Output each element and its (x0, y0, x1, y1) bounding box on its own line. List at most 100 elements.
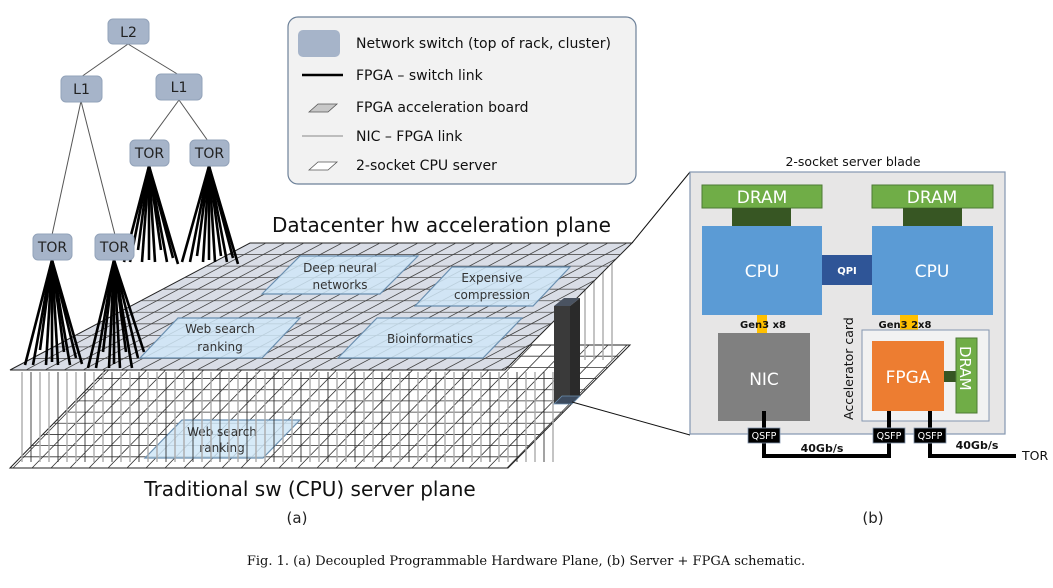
server-region-web-search-line1: Web search (187, 425, 257, 439)
tor-endpoint-label: TOR (1021, 448, 1048, 463)
cpu-left-label: CPU (745, 262, 780, 282)
legend-label-nic-fpga-link: NIC – FPGA link (356, 129, 463, 145)
qpi-label: QPI (837, 266, 857, 277)
grid-line (10, 345, 20, 468)
svg-text:L1: L1 (73, 82, 90, 98)
panel-a: Web search ranking Deep neural networks … (8, 18, 691, 527)
grid-line (430, 345, 552, 468)
rack-front (554, 306, 570, 404)
panel-b: 2-socket server blade DRAM DRAM CPU CPU … (689, 154, 1048, 527)
grid-line (253, 243, 495, 370)
grid-line (10, 243, 20, 370)
qsfp-fpga-1-label: QSFP (877, 431, 902, 442)
svg-text:L1: L1 (171, 80, 188, 96)
region-web-line1: Web search (185, 322, 255, 336)
legend-label-fpga-board: FPGA acceleration board (356, 100, 529, 116)
fpga-switch-link (207, 165, 240, 265)
legend-box (287, 16, 637, 185)
fpga-switch-link (112, 259, 134, 369)
cpu-right-label: CPU (915, 262, 950, 282)
server-plane-title: Traditional sw (CPU) server plane (143, 477, 475, 501)
nic-fpga-links (21, 255, 613, 462)
region-compression-line2: compression (454, 288, 530, 302)
subfigure-label-a: (a) (287, 509, 308, 527)
fpga-label: FPGA (886, 368, 931, 388)
svg-text:L2: L2 (120, 25, 137, 41)
qsfp-fpga-port-2 (913, 427, 947, 444)
svg-text:TOR: TOR (99, 240, 130, 256)
qsfp-fpga-2-label: QSFP (918, 431, 943, 442)
region-dnn-line1: Deep neural (303, 261, 377, 275)
grid-line (234, 243, 476, 370)
fpga-switch-link (23, 259, 54, 366)
pcie-fpga-label: Gen3 2x8 (879, 320, 932, 331)
switch-l2[interactable]: L2 (107, 18, 150, 45)
grid-line (291, 243, 533, 370)
link-speed-nic-fpga: 40Gb/s (801, 442, 844, 455)
server-rack-column (553, 298, 581, 405)
grid-line (44, 243, 286, 370)
fpga-switch-link (86, 259, 116, 369)
legend: Network switch (top of rack, cluster) FP… (287, 16, 637, 185)
legend-label-switch: Network switch (top of rack, cluster) (356, 36, 611, 52)
svg-text:TOR: TOR (37, 240, 68, 256)
fpga-switch-link (50, 259, 84, 365)
fpga-switch-links (23, 165, 240, 369)
region-web-search-ranking (138, 317, 302, 359)
switch-tor-4[interactable]: TOR (94, 233, 135, 261)
region-dnn-line2: networks (313, 278, 368, 292)
fpga-dram-connector (944, 371, 956, 382)
switch-tor-1[interactable]: TOR (129, 139, 170, 167)
qpi-link (822, 255, 872, 285)
qsfp-nic-label: QSFP (752, 431, 777, 442)
dram-right-label: DRAM (907, 188, 958, 208)
grid-line (10, 243, 39, 370)
nic (718, 333, 810, 421)
dram-left-connector (732, 208, 791, 226)
figure-caption: Fig. 1. (a) Decoupled Programmable Hardw… (247, 554, 805, 569)
cpu-left (702, 226, 822, 315)
pcie-nic-label: Gen3 x8 (740, 320, 786, 331)
fpga-switch-link (180, 165, 211, 263)
switch-l1-right[interactable]: L1 (155, 73, 203, 101)
fpga-dram-label: DRAM (956, 346, 974, 391)
region-deep-neural-networks (260, 255, 420, 295)
network-switch-icon (298, 30, 340, 57)
svg-text:TOR: TOR (134, 146, 165, 162)
grid-line (449, 345, 571, 468)
switch-links (51, 43, 209, 236)
dram-left-label: DRAM (737, 188, 788, 208)
accel-plane-title: Datacenter hw acceleration plane (272, 213, 611, 237)
rack-side (570, 298, 580, 404)
region-bio-line1: Bioinformatics (387, 332, 473, 346)
fpga-switch-link (112, 259, 122, 369)
fpga (872, 341, 944, 411)
white-parallelogram-icon (307, 161, 339, 171)
switch-tor-2[interactable]: TOR (189, 139, 230, 167)
accelerator-card-label: Accelerator card (841, 317, 856, 420)
region-expensive-compression (413, 266, 572, 307)
pcie-nic-link (757, 315, 767, 333)
fpga-switch-link (147, 165, 180, 265)
legend-label-fpga-switch-link: FPGA – switch link (356, 68, 484, 84)
legend-label-cpu-server: 2-socket CPU server (356, 158, 497, 174)
nic-label: NIC (749, 370, 779, 390)
qsfp-nic-port (747, 427, 781, 444)
grid-line (272, 243, 514, 370)
dram-right-connector (903, 208, 962, 226)
link-speed-fpga-tor: 40Gb/s (956, 439, 999, 452)
region-bioinformatics (336, 317, 524, 359)
zoom-line-bottom (571, 401, 691, 436)
grid-line (82, 243, 324, 370)
switch-tor-3[interactable]: TOR (32, 233, 73, 261)
svg-text:TOR: TOR (194, 146, 225, 162)
rack-top (554, 298, 580, 306)
cpu-right (872, 226, 993, 315)
switch-l1-left[interactable]: L1 (60, 75, 103, 103)
blade-title: 2-socket server blade (785, 154, 920, 169)
subfigure-label-b: (b) (862, 509, 883, 527)
gray-parallelogram-icon (307, 103, 339, 113)
fpga-switch-link (112, 259, 146, 353)
fpga-tor-cable (928, 411, 1016, 458)
